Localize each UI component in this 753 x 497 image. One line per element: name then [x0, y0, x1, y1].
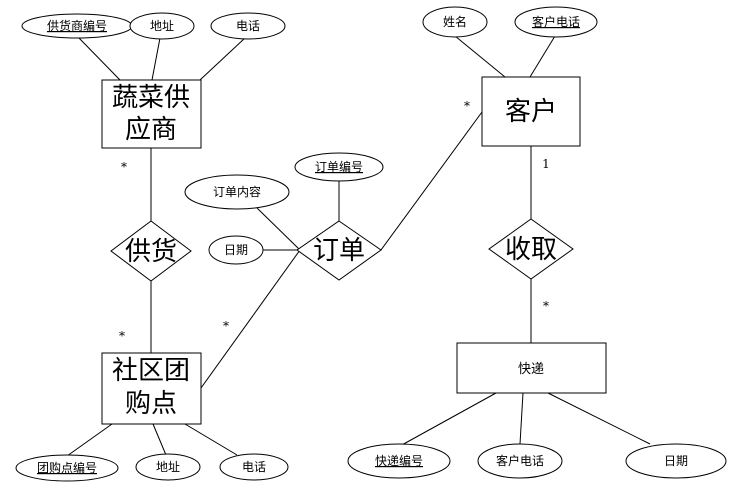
entity-express-label: 快递	[518, 362, 544, 377]
attribute-supplier-phone-label: 电话	[236, 19, 260, 33]
attribute-express-date-label: 日期	[664, 454, 688, 468]
entity-customer: 客户	[481, 76, 581, 147]
attribute-customer-phone: 客户电话	[514, 6, 598, 38]
attribute-supplier-id-label: 供货商编号	[47, 18, 107, 33]
attribute-express-customer-phone: 客户电话	[477, 443, 563, 479]
attribute-community-phone-label: 电话	[242, 460, 266, 474]
attribute-community-address: 地址	[135, 453, 201, 481]
cardinality-community-order: *	[223, 319, 229, 333]
attribute-community-id: 团购点编号	[15, 454, 119, 482]
attribute-customer-name-label: 姓名	[443, 14, 467, 29]
attribute-customer-phone-label: 客户电话	[532, 14, 580, 29]
attribute-supplier-id: 供货商编号	[21, 13, 133, 39]
entity-customer-label: 客户	[505, 97, 557, 127]
attribute-community-id-label: 团购点编号	[37, 460, 97, 475]
relationship-receive: 收取	[488, 218, 574, 280]
entity-express: 快递	[456, 342, 607, 394]
cardinality-labels: * * * * 1 *	[119, 99, 550, 343]
cardinality-customer-order: *	[464, 99, 470, 113]
relationship-order-label: 订单	[313, 236, 365, 266]
connector-lines	[66, 35, 651, 457]
entity-community-label-line1: 社区团	[112, 356, 190, 386]
attribute-order-content-label: 订单内容	[213, 184, 261, 199]
attribute-supplier-address-label: 地址	[150, 19, 174, 33]
entity-supplier-label-line1: 蔬菜供	[112, 83, 190, 113]
cardinality-customer-receive: 1	[542, 157, 550, 171]
attribute-community-address-label: 地址	[156, 460, 180, 474]
attribute-supplier-phone: 电话	[210, 12, 286, 40]
attribute-express-id-label: 快递编号	[375, 453, 423, 468]
attribute-supplier-address: 地址	[129, 12, 195, 40]
attribute-order-id: 订单编号	[294, 152, 384, 182]
relationship-supply-label: 供货	[125, 237, 177, 267]
relationship-order: 订单	[296, 220, 382, 281]
cardinality-express-receive: *	[543, 299, 549, 313]
attribute-order-content: 订单内容	[184, 174, 290, 210]
attribute-express-id: 快递编号	[347, 443, 451, 479]
entity-community-label-line2: 购点	[125, 389, 177, 419]
cardinality-community-supply: *	[119, 329, 125, 343]
relationship-supply: 供货	[110, 220, 192, 282]
attribute-customer-name: 姓名	[422, 6, 488, 38]
cardinality-supplier-supply: *	[121, 160, 127, 174]
attribute-express-customer-phone-label: 客户电话	[496, 453, 544, 468]
attribute-order-date: 日期	[208, 235, 264, 265]
attribute-community-phone: 电话	[219, 453, 289, 481]
entity-community: 社区团 购点	[101, 352, 202, 425]
entity-supplier: 蔬菜供 应商	[101, 79, 202, 149]
attribute-express-date: 日期	[625, 443, 727, 479]
relationship-receive-label: 收取	[505, 235, 557, 265]
entity-supplier-label-line2: 应商	[125, 115, 177, 145]
attribute-order-date-label: 日期	[224, 243, 248, 257]
attribute-order-id-label: 订单编号	[315, 159, 363, 174]
